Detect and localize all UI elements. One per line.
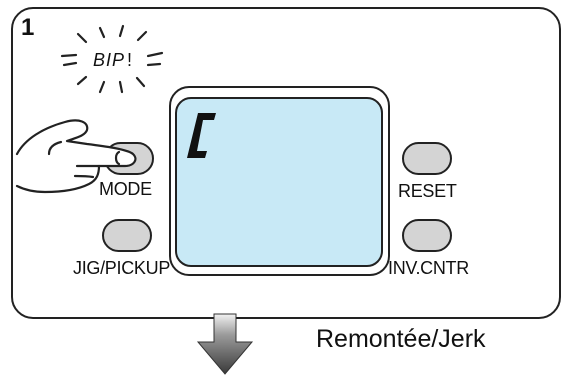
inv-cntr-button[interactable] — [402, 219, 452, 252]
beep-burst-icon — [60, 24, 164, 94]
lcd-c-glyph — [187, 113, 216, 158]
pressing-hand-icon — [15, 119, 137, 194]
jig-pickup-button-label: JIG/PICKUP — [73, 258, 171, 278]
inv-cntr-button-label: INV.CNTR — [388, 258, 469, 278]
jig-pickup-button[interactable] — [102, 219, 152, 252]
lcd-display — [175, 97, 383, 267]
step-number: 1 — [21, 14, 35, 41]
reset-button[interactable] — [402, 142, 452, 175]
caption-text: Remontée/Jerk — [316, 325, 486, 353]
mode-button-label: MODE — [99, 179, 152, 199]
down-arrow-icon — [196, 313, 254, 375]
reset-button-label: RESET — [398, 181, 457, 201]
beep-text: BIP! — [93, 50, 134, 70]
